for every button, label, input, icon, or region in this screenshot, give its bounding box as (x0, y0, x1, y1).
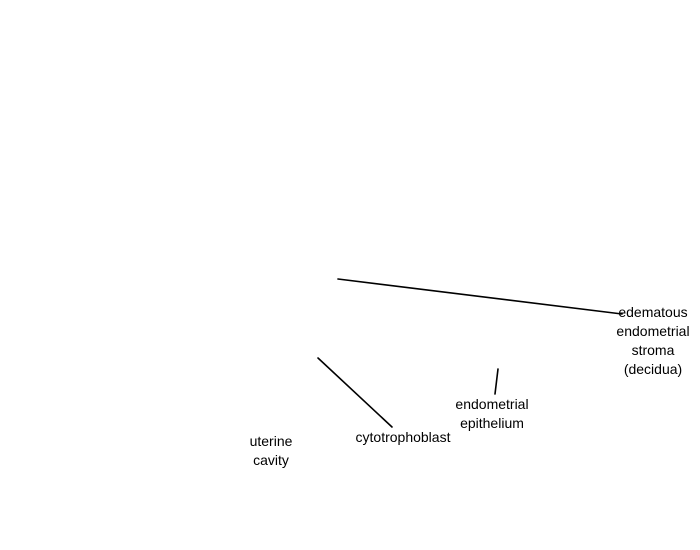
uterine-cavity-label: uterine cavity (249, 433, 293, 468)
decidua-leader-line (337, 278, 623, 315)
endometrial-epithelium-label: endometrial epithelium (455, 396, 529, 431)
cytotrophoblast-leader-line (317, 357, 393, 428)
cytotrophoblast-label: cytotrophoblast (355, 429, 451, 445)
decidua-label: edematous endometrial stroma (decidua) (616, 304, 690, 377)
epithelium-leader-line (494, 368, 499, 395)
